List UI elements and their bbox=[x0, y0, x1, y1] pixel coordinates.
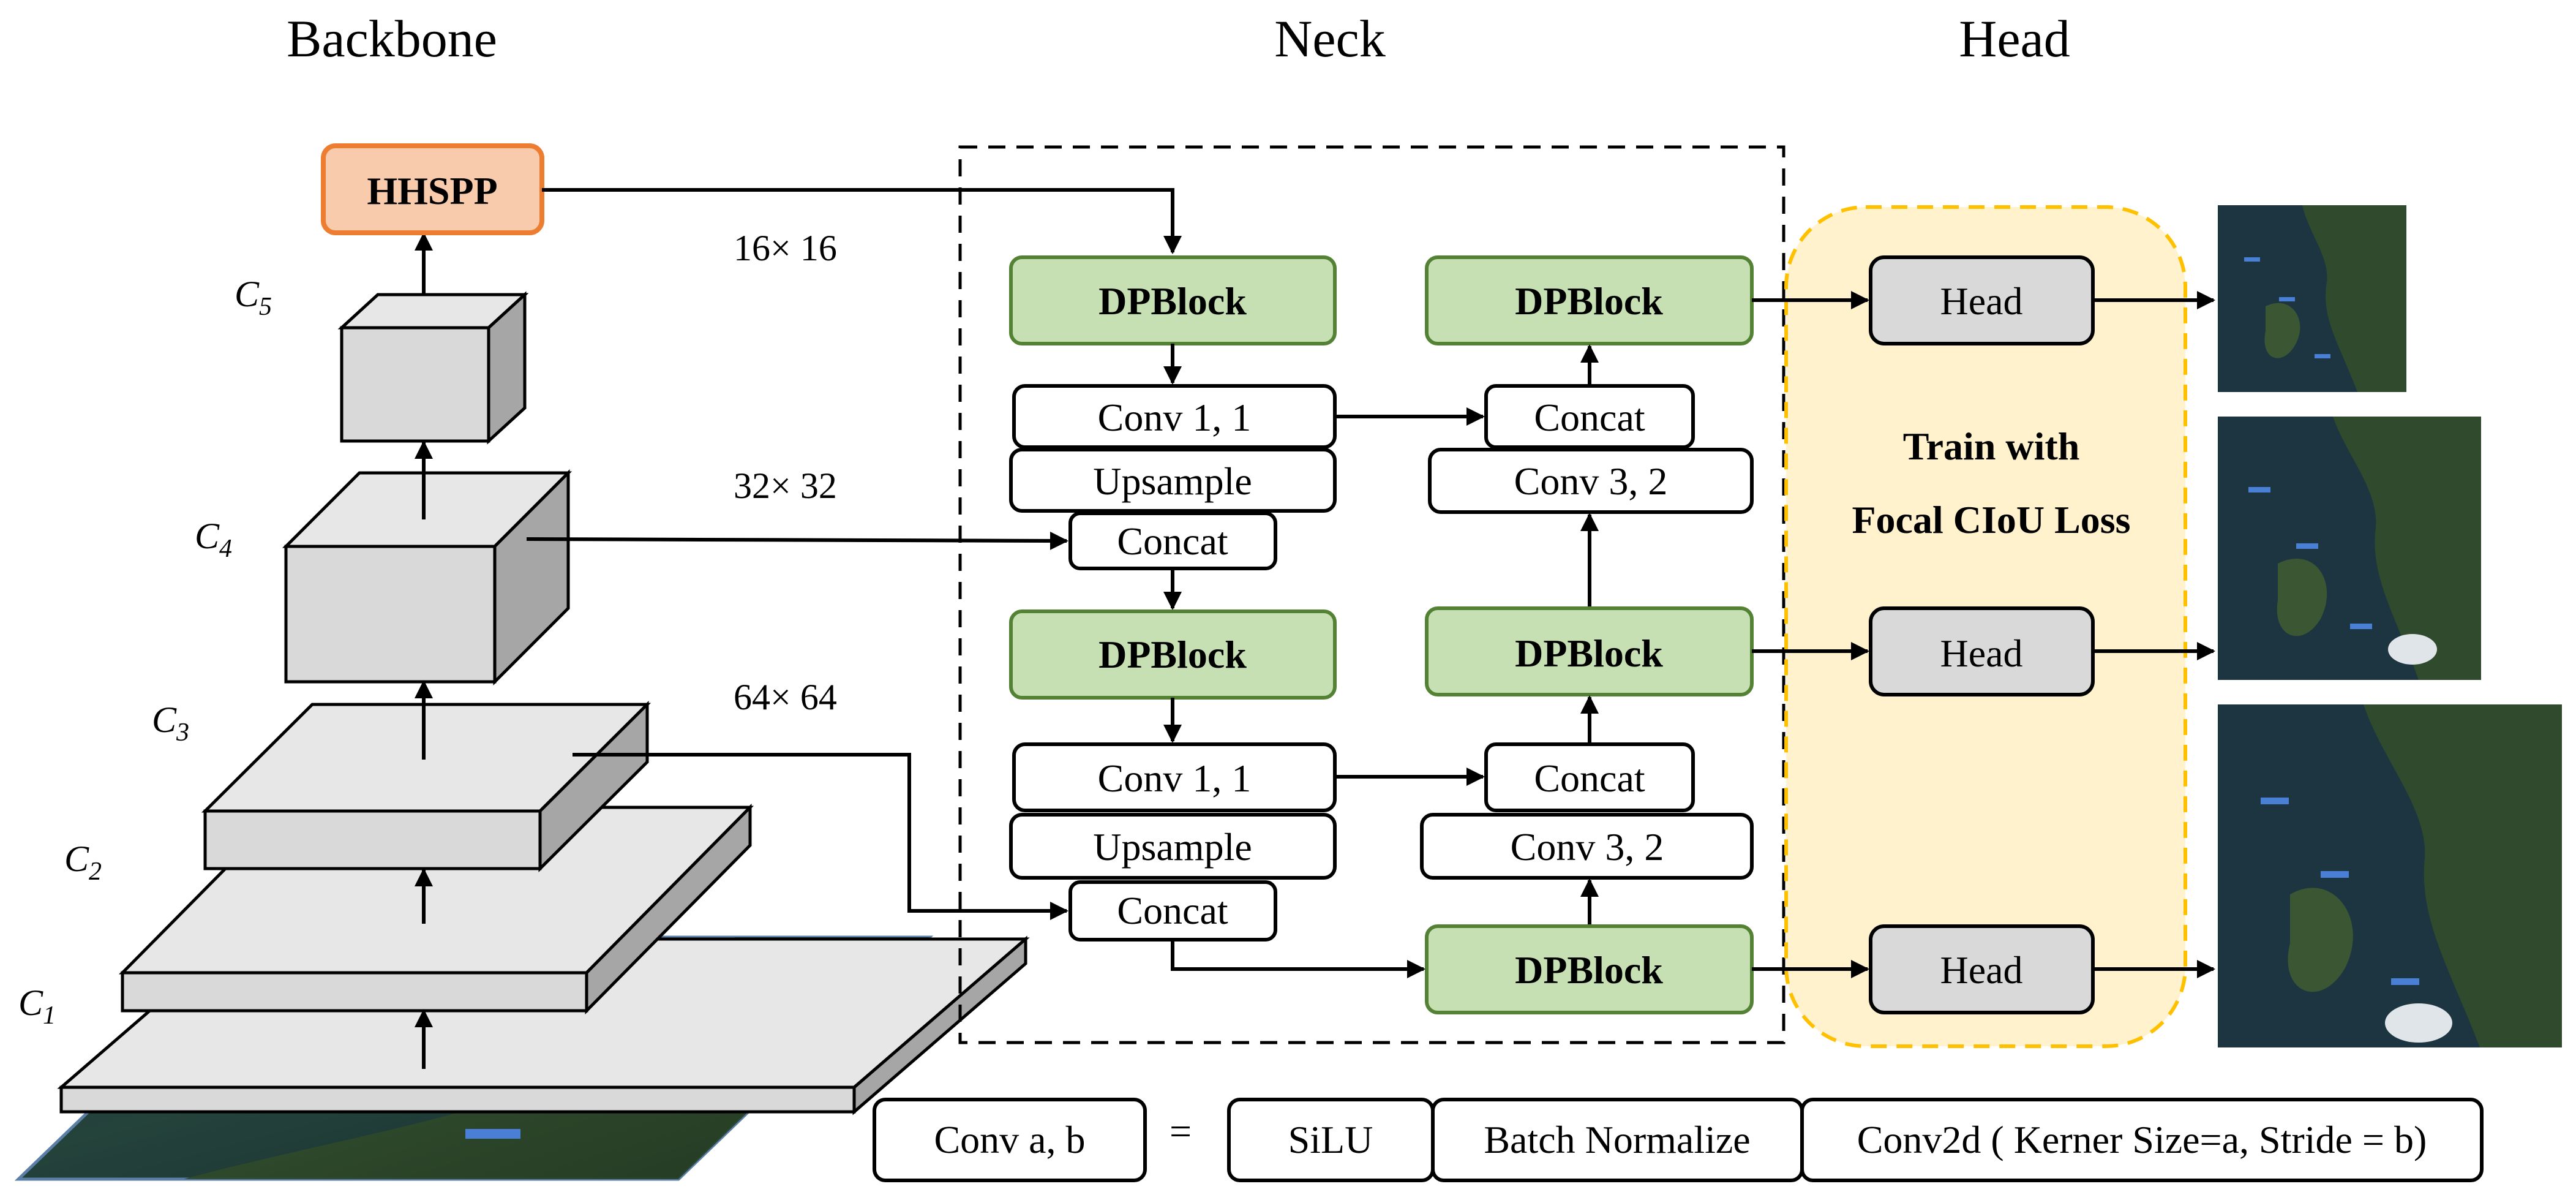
upsample-left-1 bbox=[1009, 448, 1337, 513]
dpblock-left-1-label: DPBlock bbox=[1098, 279, 1247, 323]
backbone-stage-c2 bbox=[119, 803, 754, 1015]
head-box-2-label: Head bbox=[1940, 632, 2022, 675]
legend-conv2d-label: Conv2d ( Kerner Size=a, Stride = b) bbox=[1857, 1118, 2427, 1161]
resolution-64: 64× 64 bbox=[734, 677, 837, 717]
backbone-stage-c4 bbox=[282, 469, 573, 686]
head-box-3-label: Head bbox=[1940, 948, 2022, 992]
train-label-line1: Train with bbox=[1903, 425, 2080, 468]
concat-right-2-label: Concat bbox=[1534, 757, 1645, 800]
hhspp-label: HHSPP bbox=[367, 169, 497, 213]
legend-batch-normalize-label: Batch Normalize bbox=[1484, 1118, 1750, 1161]
dpblock-right-3-label: DPBlock bbox=[1515, 948, 1663, 992]
legend-conv-ab-label: Conv a, b bbox=[934, 1118, 1085, 1161]
dpblock-right-1-label: DPBlock bbox=[1515, 279, 1663, 323]
dpblock-right-2-label: DPBlock bbox=[1515, 632, 1663, 675]
head-box-1-label: Head bbox=[1940, 279, 2022, 323]
conv11-left-2-label: Conv 1, 1 bbox=[1098, 757, 1252, 800]
concat-right-1-label: Concat bbox=[1534, 396, 1645, 439]
arrow-concat2-dpr3 bbox=[1171, 940, 1425, 978]
conv32-right-1-label: Conv 3, 2 bbox=[1514, 459, 1668, 503]
concat-left-1-label: Concat bbox=[1117, 519, 1228, 563]
resolution-16: 16× 16 bbox=[734, 228, 837, 268]
backbone-header: Backbone bbox=[287, 9, 497, 68]
conv32-right-2-label: Conv 3, 2 bbox=[1511, 825, 1664, 869]
legend-conv-ab bbox=[873, 1098, 1147, 1182]
resolution-32: 32× 32 bbox=[734, 466, 837, 506]
upsample-left-1-label: Upsample bbox=[1093, 459, 1252, 503]
upsample-left-2 bbox=[1009, 813, 1337, 880]
conv32-right-1 bbox=[1428, 448, 1754, 514]
arrow-c4-concat bbox=[526, 531, 1068, 550]
arrow-hhspp-dpblock bbox=[542, 188, 1182, 254]
label-c2: C2 bbox=[64, 839, 102, 886]
arrow-c3-concat bbox=[573, 753, 1068, 920]
backbone-stage-c5 bbox=[337, 291, 529, 445]
label-c4: C4 bbox=[195, 516, 232, 563]
conv32-right-2 bbox=[1420, 813, 1754, 880]
concat-left-2-label: Concat bbox=[1117, 889, 1228, 932]
legend-silu-label: SiLU bbox=[1288, 1118, 1373, 1161]
neck-header: Neck bbox=[1274, 9, 1385, 68]
legend-conv2d bbox=[1800, 1098, 2484, 1182]
label-c5: C5 bbox=[235, 274, 272, 321]
conv11-left-1-label: Conv 1, 1 bbox=[1098, 396, 1252, 439]
legend-equals: = bbox=[1170, 1109, 1192, 1153]
output-image-small bbox=[2218, 205, 2406, 392]
label-c3: C3 bbox=[152, 700, 189, 747]
dpblock-left-2-label: DPBlock bbox=[1098, 633, 1247, 676]
neck-region bbox=[958, 145, 1786, 1044]
upsample-left-2-label: Upsample bbox=[1093, 825, 1252, 869]
output-image-medium bbox=[2218, 417, 2481, 680]
output-image-large bbox=[2218, 704, 2562, 1047]
head-header: Head bbox=[1959, 9, 2070, 68]
backbone-stage-c3 bbox=[201, 700, 652, 873]
label-c1: C1 bbox=[18, 983, 56, 1030]
train-label-line2: Focal CIoU Loss bbox=[1852, 498, 2130, 542]
